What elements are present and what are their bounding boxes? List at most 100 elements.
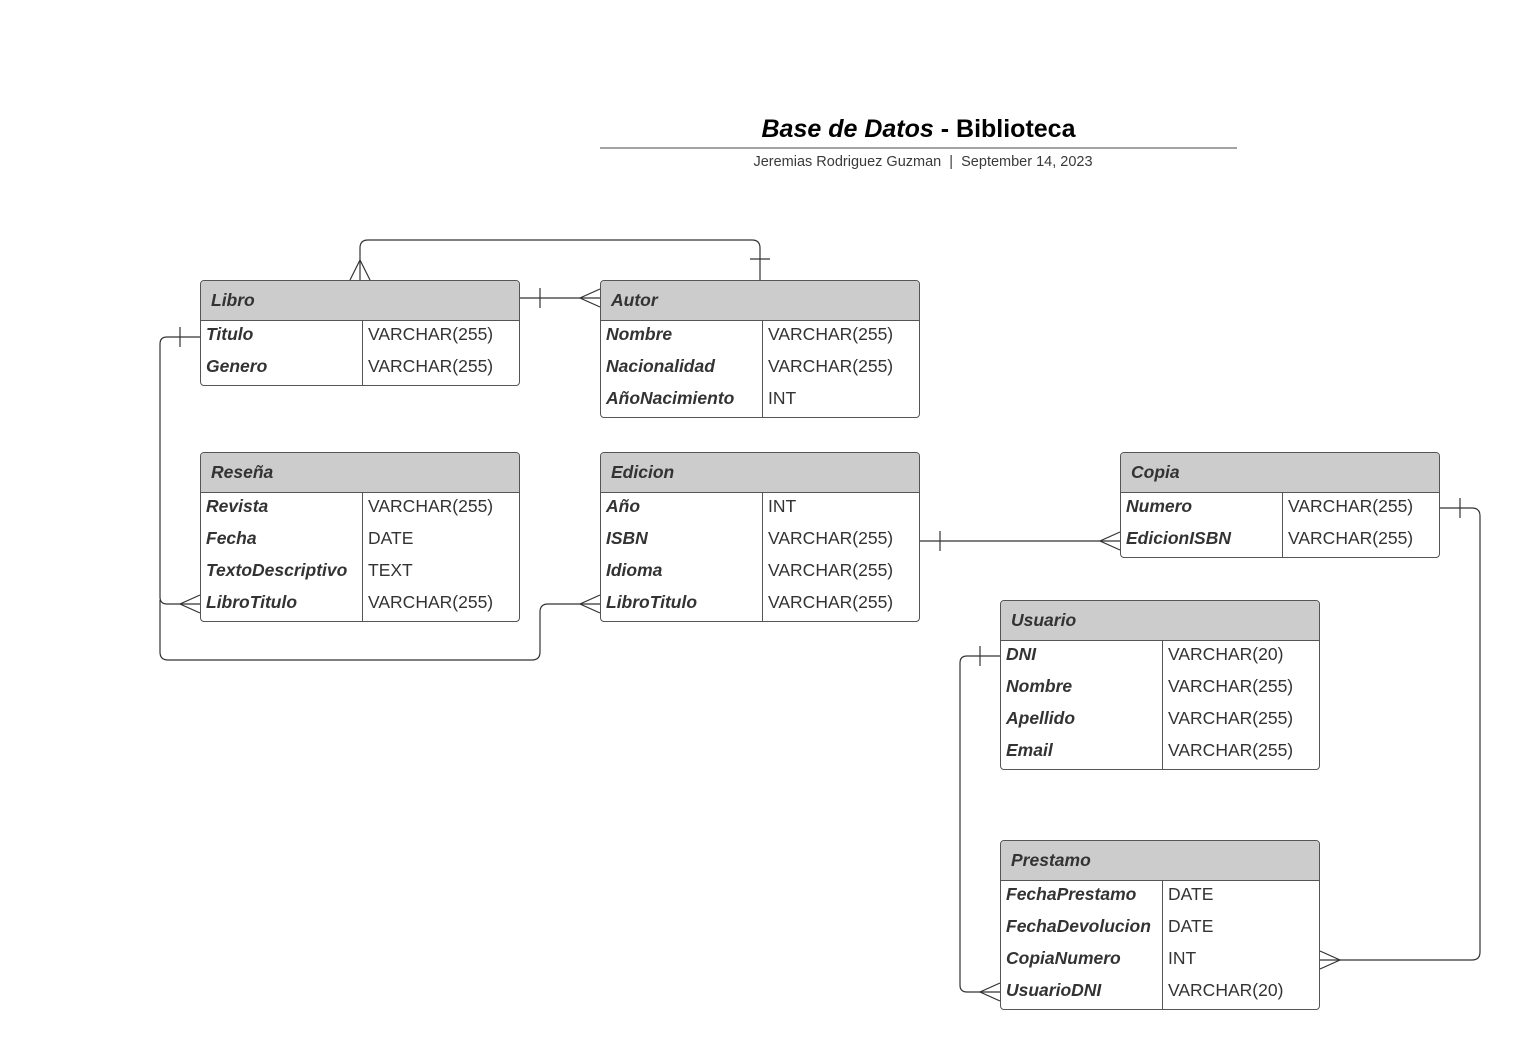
field-name: ISBN <box>601 525 763 557</box>
field-type: VARCHAR(255) <box>768 324 894 344</box>
rel-usuario-prestamo-many-marker <box>978 982 1001 1002</box>
rel-autor-libro-many-marker <box>349 258 371 281</box>
field-name: AñoNacimiento <box>601 385 763 417</box>
rel-edicion-copia-many-marker <box>1098 531 1121 551</box>
field-name: Año <box>601 493 763 525</box>
field-name: Apellido <box>1001 705 1163 737</box>
field-type: VARCHAR(255) <box>368 356 494 376</box>
rel-usuario-prestamo-line <box>959 655 1000 993</box>
subtitle-separator: | <box>949 154 954 170</box>
entity-title: Prestamo <box>1001 841 1319 881</box>
rel-libro-resena-many-marker <box>178 594 201 614</box>
field-name: LibroTitulo <box>601 589 763 621</box>
field-type: VARCHAR(20) <box>1168 980 1284 1000</box>
field-type: TEXT <box>368 560 413 580</box>
rel-copia-prestamo-many-marker <box>1319 950 1342 970</box>
rel-libro-edicion-many-marker <box>578 594 601 614</box>
field-type: VARCHAR(255) <box>368 496 494 516</box>
field-type: VARCHAR(255) <box>368 592 494 612</box>
field-type: VARCHAR(255) <box>1168 676 1294 696</box>
subtitle: Jeremias Rodriguez Guzman | September 14… <box>600 154 1246 170</box>
field-type: VARCHAR(255) <box>768 592 894 612</box>
field-type: VARCHAR(255) <box>1168 740 1294 760</box>
field-type: DATE <box>1168 916 1214 936</box>
field-name: CopiaNumero <box>1001 945 1163 977</box>
field-type: INT <box>1168 948 1197 968</box>
page-title: Base de Datos - Biblioteca <box>600 112 1237 146</box>
field-name: Numero <box>1121 493 1283 525</box>
field-name: EdicionISBN <box>1121 525 1283 557</box>
field-name: Titulo <box>201 321 363 353</box>
field-type: DATE <box>1168 884 1214 904</box>
rel-libro-edicion-line <box>159 600 600 661</box>
field-name: Email <box>1001 737 1163 769</box>
field-type: VARCHAR(255) <box>1288 496 1414 516</box>
field-type: VARCHAR(255) <box>768 528 894 548</box>
field-name: UsuarioDNI <box>1001 977 1163 1009</box>
field-type: VARCHAR(255) <box>768 560 894 580</box>
entity-title: Reseña <box>201 453 519 493</box>
field-name: Fecha <box>201 525 363 557</box>
field-name: TextoDescriptivo <box>201 557 363 589</box>
entity-title: Autor <box>601 281 919 321</box>
author-name: Jeremias Rodriguez Guzman <box>753 154 942 170</box>
title-rest: - Biblioteca <box>933 115 1076 143</box>
entity-title: Copia <box>1121 453 1439 493</box>
field-name: Idioma <box>601 557 763 589</box>
field-name: FechaDevolucion <box>1001 913 1163 945</box>
diagram-header: Base de Datos - Biblioteca <box>600 112 1237 146</box>
rel-copia-prestamo-line <box>1320 507 1481 961</box>
field-name: Nacionalidad <box>601 353 763 385</box>
field-name: FechaPrestamo <box>1001 881 1163 913</box>
field-type: VARCHAR(255) <box>1288 528 1414 548</box>
field-name: Nombre <box>1001 673 1163 705</box>
field-name: Genero <box>201 353 363 385</box>
entity-title: Usuario <box>1001 601 1319 641</box>
field-type: VARCHAR(255) <box>368 324 494 344</box>
title-divider <box>600 147 1237 149</box>
diagram-date: September 14, 2023 <box>961 154 1093 170</box>
field-name: DNI <box>1001 641 1163 673</box>
field-name: LibroTitulo <box>201 589 363 621</box>
rel-libro-autor-many-marker <box>578 288 601 308</box>
field-type: INT <box>768 496 797 516</box>
field-type: INT <box>768 388 797 408</box>
rel-libro-resena-line <box>159 336 200 605</box>
field-type: VARCHAR(20) <box>1168 644 1284 664</box>
field-name: Revista <box>201 493 363 525</box>
field-name: Nombre <box>601 321 763 353</box>
title-italic: Base de Datos <box>761 115 934 143</box>
entity-title: Libro <box>201 281 519 321</box>
field-type: VARCHAR(255) <box>768 356 894 376</box>
